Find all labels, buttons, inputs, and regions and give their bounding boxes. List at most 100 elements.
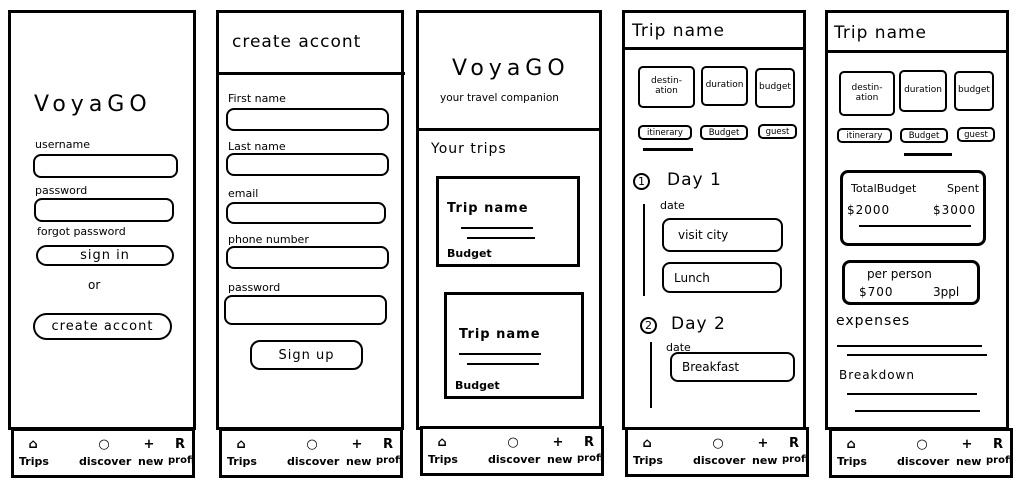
placeholder-line <box>467 363 539 365</box>
username-input[interactable] <box>33 154 178 178</box>
password-label: password <box>228 281 281 294</box>
nav-label: profile <box>168 455 194 466</box>
itinerary-item[interactable]: Lunch <box>662 262 782 293</box>
header-divider <box>418 128 601 131</box>
last-name-input[interactable] <box>226 153 389 176</box>
sign-up-button[interactable]: Sign up <box>250 340 363 370</box>
discover-icon: ○ <box>507 435 519 450</box>
sign-in-button[interactable]: sign in <box>36 245 174 266</box>
email-input[interactable] <box>226 202 386 224</box>
duration-tile[interactable]: duration <box>701 66 748 106</box>
home-icon: ⌂ <box>28 437 38 452</box>
day-heading: Day 1 <box>667 170 722 190</box>
home-icon: ⌂ <box>642 436 652 451</box>
item-label: Lunch <box>674 271 710 285</box>
create-account-button[interactable]: create accont <box>33 313 172 340</box>
forgot-password-link[interactable]: forgot password <box>37 225 126 238</box>
item-label: visit city <box>678 228 729 242</box>
spent-value: $3000 <box>933 203 977 217</box>
placeholder-line <box>461 227 533 229</box>
nav-label: profile <box>782 454 808 465</box>
nav-label: Trips <box>19 455 49 468</box>
placeholder-line <box>459 353 541 355</box>
breakdown-line <box>847 393 977 395</box>
expense-line <box>847 354 987 356</box>
total-budget-value: $2000 <box>847 203 891 217</box>
budget-tile[interactable]: budget <box>954 71 994 111</box>
plus-icon: + <box>961 437 973 452</box>
itinerary-item[interactable]: visit city <box>662 218 783 252</box>
destination-tile[interactable]: destin-ation <box>839 71 895 116</box>
password-input[interactable] <box>224 295 387 325</box>
phone-number-input[interactable] <box>226 246 389 269</box>
per-person-card: per person $700 3ppl <box>842 260 980 305</box>
tab-guest[interactable]: guest <box>758 124 797 139</box>
plus-icon: + <box>351 437 363 452</box>
bottom-nav: ⌂ Trips ○ discover + new R profile <box>219 428 403 478</box>
nav-label: discover <box>897 455 950 468</box>
spent-label: Spent <box>947 182 980 195</box>
nav-label: new <box>547 453 573 466</box>
nav-label: new <box>138 455 164 468</box>
nav-label: discover <box>488 453 541 466</box>
plus-icon: + <box>552 435 564 450</box>
destination-tile[interactable]: destin-ation <box>638 66 695 108</box>
expenses-heading: expenses <box>836 313 911 329</box>
header-divider <box>219 72 405 75</box>
per-person-label: per person <box>867 267 932 281</box>
trip-name: Trip name <box>459 327 541 342</box>
per-person-value: $700 <box>859 285 894 299</box>
progress-line <box>859 225 971 227</box>
profile-icon: R <box>174 437 185 452</box>
bottom-nav: ⌂ Trips ○ discover + new R profile <box>625 427 809 477</box>
first-name-input[interactable] <box>226 108 389 131</box>
password-input[interactable] <box>34 198 174 222</box>
tab-budget[interactable]: Budget <box>900 128 948 143</box>
day-date: date <box>666 341 691 354</box>
profile-icon: R <box>788 436 799 451</box>
nav-label: new <box>752 454 778 467</box>
tab-budget[interactable]: Budget <box>700 125 748 140</box>
discover-icon: ○ <box>98 437 110 452</box>
plus-icon: + <box>757 436 769 451</box>
placeholder-line <box>467 237 535 239</box>
header-divider <box>827 50 1007 53</box>
plus-icon: + <box>143 437 155 452</box>
tab-itinerary[interactable]: itinerary <box>837 128 892 143</box>
active-tab-indicator <box>643 148 693 151</box>
nav-label: profile <box>376 455 402 466</box>
tagline: your travel companion <box>440 92 559 104</box>
trip-card[interactable]: Trip name Budget <box>444 292 584 399</box>
itinerary-item[interactable]: Breakfast <box>670 352 795 382</box>
tab-guest[interactable]: guest <box>957 127 995 142</box>
bottom-nav: ⌂ Trips ○ discover + new R profile <box>420 426 604 476</box>
day-number-badge: 2 <box>640 317 657 334</box>
email-label: email <box>228 187 259 200</box>
nav-label: profile <box>986 455 1012 466</box>
budget-tile[interactable]: budget <box>755 68 795 108</box>
or-divider: or <box>88 278 101 292</box>
day-heading: Day 2 <box>671 314 726 334</box>
duration-tile[interactable]: duration <box>899 70 947 112</box>
timeline-line <box>643 204 645 296</box>
nav-label: Trips <box>428 453 458 466</box>
last-name-label: Last name <box>228 140 286 153</box>
expense-line <box>837 345 982 347</box>
day-date: date <box>660 199 685 212</box>
trip-card[interactable]: Trip name Budget <box>436 176 580 267</box>
first-name-label: First name <box>228 92 286 105</box>
total-budget-card: TotalBudget Spent $2000 $3000 <box>840 170 986 246</box>
home-icon: ⌂ <box>846 437 856 452</box>
nav-label: discover <box>79 455 132 468</box>
discover-icon: ○ <box>306 437 318 452</box>
nav-label: discover <box>693 454 746 467</box>
page-title: create accont <box>232 32 362 52</box>
profile-icon: R <box>382 437 393 452</box>
trip-title: Trip name <box>834 23 928 43</box>
tab-itinerary[interactable]: itinerary <box>638 125 692 140</box>
nav-label: Trips <box>837 455 867 468</box>
breakdown-heading: Breakdown <box>839 368 915 382</box>
header-divider <box>624 47 804 50</box>
app-logo: VoyaGO <box>34 92 152 117</box>
active-tab-indicator <box>904 153 952 156</box>
